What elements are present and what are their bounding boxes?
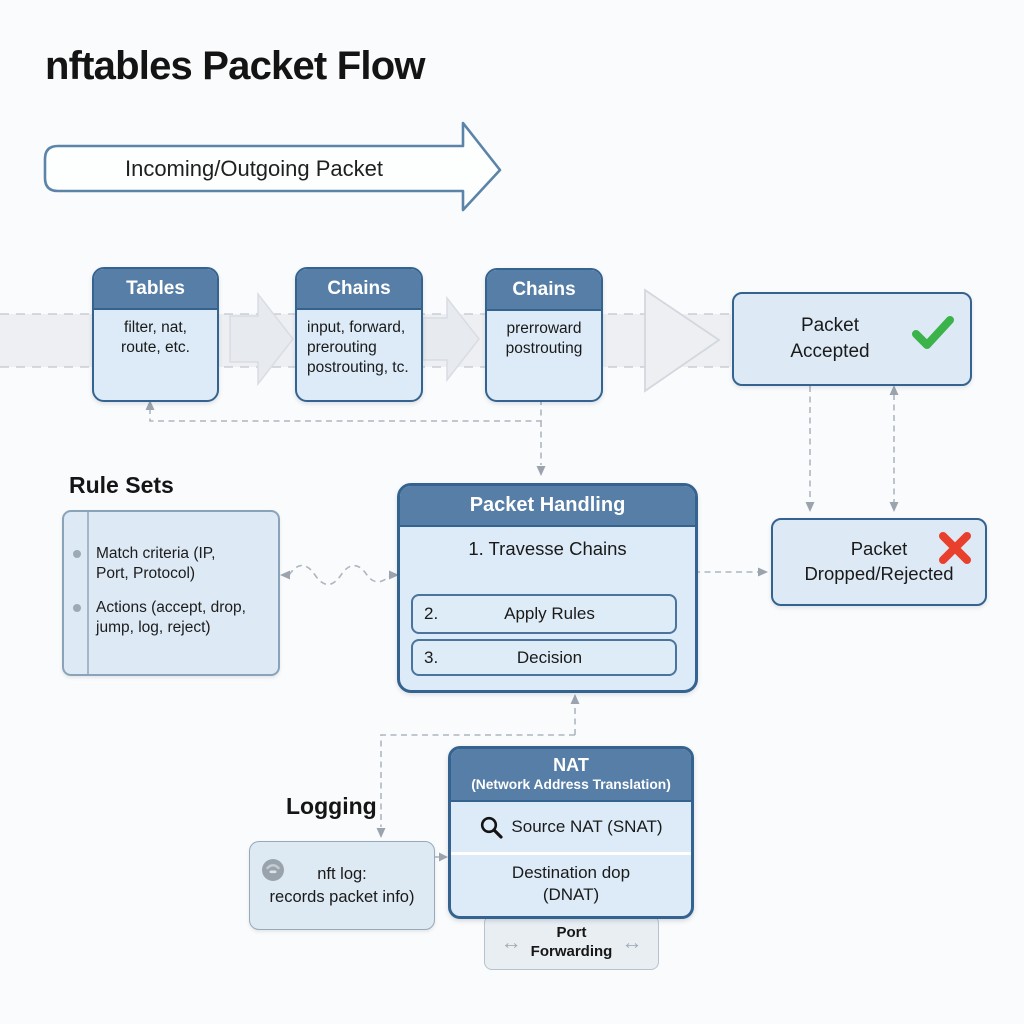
flow-arrow-icon: [229, 291, 294, 387]
cross-icon: [939, 532, 971, 564]
logging-body: nft log: records packet info): [269, 865, 415, 906]
bullet-icon: [73, 550, 81, 558]
packet-dropped-box: Packet Dropped/Rejected: [771, 518, 987, 606]
apply-rules-step: 2. Apply Rules: [411, 594, 677, 634]
log-icon: [262, 859, 284, 881]
nat-header: NAT (Network Address Translation): [451, 749, 691, 803]
port-forwarding-box: ↔ Port Forwarding ↔: [484, 915, 659, 970]
rule-sets-heading: Rule Sets: [69, 472, 174, 498]
left-right-arrow-icon: ↔: [500, 931, 522, 954]
page-title: nftables Packet Flow: [45, 44, 425, 88]
chains-2-header: Chains: [487, 270, 601, 311]
chains-1-body: input, forward, prerouting postrouting, …: [307, 319, 409, 377]
left-right-arrow-icon: ↔: [621, 931, 643, 954]
step-label: Apply Rules: [504, 604, 595, 623]
bullet-icon: [73, 603, 81, 612]
rule-sets-list: Match criteria (IP, Port, Protocol) Acti…: [64, 544, 272, 639]
nat-box: NAT (Network Address Translation) Source…: [448, 746, 694, 919]
rule-item-text: Match criteria (IP, Port, Protocol): [96, 545, 216, 583]
rule-sets-box: Match criteria (IP, Port, Protocol) Acti…: [62, 510, 280, 676]
flow-arrow-icon: [644, 288, 721, 393]
search-icon: [481, 816, 504, 839]
arrowheads: [145, 385, 899, 862]
chains-2-body: prerroward postrouting: [505, 320, 583, 358]
chains-1-header: Chains: [297, 269, 421, 310]
nat-title: NAT: [553, 755, 589, 775]
list-item: Actions (accept, drop, jump, log, reject…: [64, 598, 272, 639]
packet-handling-header: Packet Handling: [400, 486, 695, 527]
banner-arrow-shape: [43, 121, 502, 212]
list-item: Match criteria (IP, Port, Protocol): [64, 544, 272, 585]
incoming-outgoing-banner: Incoming/Outgoing Packet: [124, 155, 384, 181]
step-number: 3.: [424, 647, 439, 667]
port-forwarding-label: Port Forwarding: [530, 923, 613, 960]
step-label: Decision: [516, 647, 583, 667]
tables-header: Tables: [94, 269, 217, 310]
snat-row: Source NAT (SNAT): [451, 802, 691, 852]
flow-arrow-icon: [422, 295, 480, 383]
rule-item-text: Actions (accept, drop, jump, log, reject…: [96, 598, 246, 637]
packet-accepted-box: Packet Accepted: [732, 292, 972, 386]
step-number: 2.: [424, 604, 439, 623]
packet-accepted-label: Packet Accepted: [790, 315, 870, 362]
chains-box-1: Chains input, forward, prerouting postro…: [295, 267, 423, 402]
check-icon: [912, 316, 954, 349]
packet-dropped-label: Packet Dropped/Rejected: [804, 538, 954, 584]
traverse-chains-step: 1. Travesse Chains: [468, 538, 627, 559]
decision-step: 3. Decision: [411, 639, 677, 676]
logging-box: nft log: records packet info): [249, 841, 435, 930]
tables-body: filter, nat, route, etc.: [121, 319, 190, 357]
divider: [451, 852, 691, 856]
logging-heading: Logging: [286, 793, 377, 819]
chains-box-2: Chains prerroward postrouting: [485, 268, 603, 402]
nat-subtitle: (Network Address Translation): [471, 776, 671, 792]
packet-handling-box: Packet Handling 1. Travesse Chains 2. Ap…: [397, 483, 698, 693]
rule-sets-margin-line: [87, 512, 89, 674]
snat-label: Source NAT (SNAT): [511, 817, 663, 837]
dnat-label: Destination dop (DNAT): [511, 863, 631, 905]
tables-box: Tables filter, nat, route, etc.: [92, 267, 219, 402]
